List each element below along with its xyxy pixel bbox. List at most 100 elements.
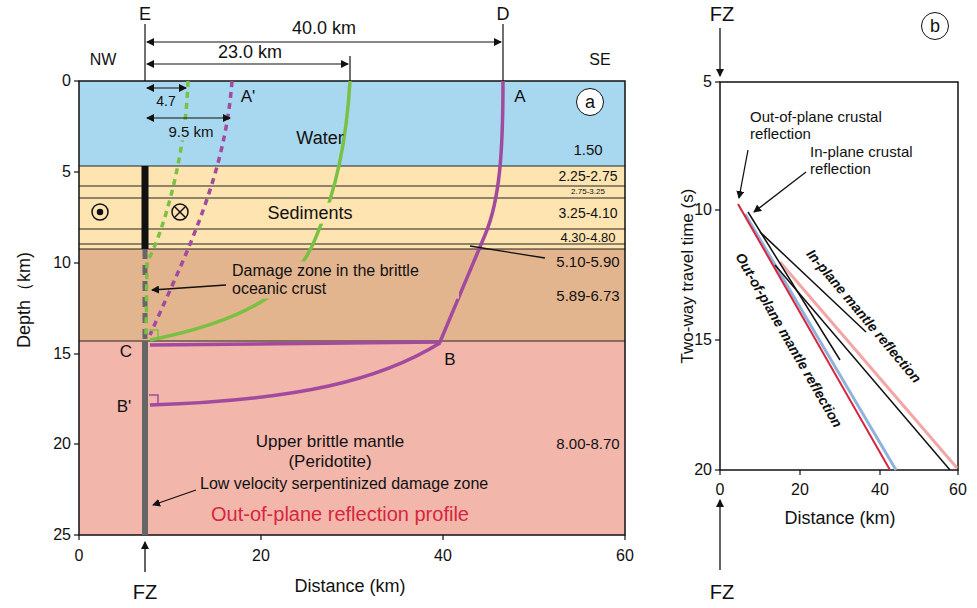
label-text: NW [90,51,117,69]
label-text: 40 [871,481,889,499]
drawing-part [74,443,79,444]
plot-frame [79,81,625,535]
label-text: 15 [53,345,71,363]
drawing-part [79,229,625,230]
drawing-part [153,490,196,505]
drawing-part [470,246,545,258]
label-text: Sediments [265,203,354,224]
drawing-part [74,353,79,354]
right-angle-mark [149,395,158,404]
out-of-page-symbol [92,204,108,220]
label-text: 4.30-4.80 [561,231,616,244]
label-text: 60 [616,547,634,565]
label-text: Distance (km) [294,576,405,597]
drawing-part [92,204,108,220]
label-text: Damage zone in the brittle oceanic crust [230,262,459,299]
drawing-part [624,535,625,540]
axis-tick [715,82,958,475]
label-text: A [514,87,525,107]
drawing-part [260,535,261,540]
drawing-part [147,87,186,88]
label-text: 20 [252,547,270,565]
label-text: 9.5 km [166,123,215,140]
label-text: B' [117,397,132,417]
label-text: Out-of-plane reflection profile [211,503,469,526]
drawing-part [74,534,79,535]
drawing-part [957,470,958,475]
label-text: 25 [53,526,71,544]
label-text: 60 [949,481,967,499]
label-text: 2.75-3.25 [571,187,605,196]
drawing-part [799,470,800,475]
label-text: In-plane crustal reflection [810,143,955,178]
axis-tick [74,81,625,540]
drawing-part [74,80,79,81]
drawing-part [79,249,625,250]
crust-layer [79,249,625,341]
drawing-part [144,542,145,572]
water-layer [79,81,625,166]
drawing-part [442,535,443,540]
drawing-part [879,470,880,475]
label-text: Water [296,128,343,149]
label-text: 3.25-4.10 [558,205,617,221]
label-text: 0 [75,547,84,565]
drawing-part [147,117,230,118]
label-text: 20 [53,435,71,453]
out-of-plane-crustal-curve [738,204,890,470]
sediment-layer [79,166,625,249]
label-text: 20 [791,481,809,499]
label-text: 0 [716,481,725,499]
label-text: A' [241,87,256,107]
label-text: C [120,342,132,362]
purple-ray-dotted [150,81,232,335]
drawing-part [715,81,720,82]
drawing-part [79,198,625,199]
label-text: 5 [62,163,71,181]
drawing-part [98,210,103,215]
label-text: 2.25-2.75 [558,168,617,184]
label-text: Distance (km) [784,508,895,529]
drawing-part [79,244,625,245]
label-text: 8.00-8.70 [556,435,619,452]
label-text: 0 [62,72,71,90]
label-text: B [444,350,455,370]
into-page-symbol [172,204,188,220]
label-text: 40.0 km [292,18,356,39]
label-text: Upper brittle mantle (Peridotite) [230,432,430,471]
drawing-part [147,41,501,42]
drawing-part [175,207,186,218]
drawing-part [144,24,145,81]
label-text: 5.10-5.90 [556,253,619,270]
leader-arrow [145,28,806,572]
plot-frame [720,82,958,470]
label-text: Two-way travel time (s) [678,189,698,364]
fault-zone-mantle [142,341,148,535]
drawing-part [152,285,226,290]
mantle-layer [79,341,625,535]
drawing-part [502,24,503,81]
label-text: Out-of-plane crustal reflection [750,108,900,143]
drawing-part [754,172,806,212]
label-text: 40 [434,547,452,565]
drawing-part [715,469,720,470]
drawing-part [147,63,348,64]
drawing-part [719,500,720,570]
drawing-part [78,535,79,540]
label-text: 4.7 [154,93,177,109]
label-text: In-plane mantle reflection [803,246,924,386]
drawing-part [172,204,188,220]
label-text: E [139,4,151,25]
drawing-part [715,339,720,340]
label-text: SE [589,51,610,69]
panel-label-circle: a [576,88,604,116]
drawing-part [719,28,720,76]
panel-letter: b [930,17,940,35]
drawing-part [175,207,186,218]
purple-ray [150,81,503,345]
panel-label-circle: b [921,12,949,40]
label-text: 1.50 [573,141,602,158]
drawing-part [74,171,79,172]
label-text: 5.89-6.73 [556,287,619,304]
dimension-line [145,24,503,118]
